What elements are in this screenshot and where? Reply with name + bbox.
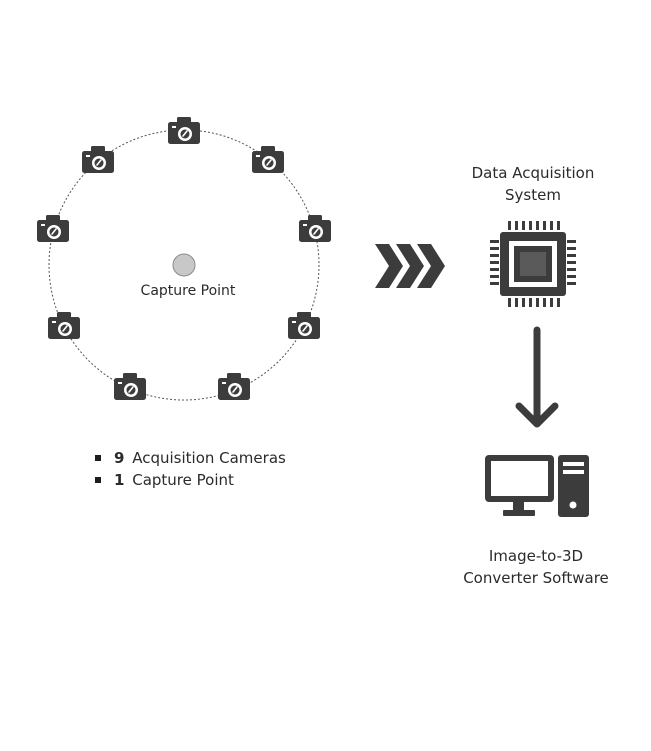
- camera-icon: [298, 214, 332, 243]
- camera-icon: [113, 372, 147, 401]
- item-text: Acquisition Cameras: [132, 449, 286, 467]
- cpu-chip-icon: [490, 221, 576, 307]
- capture-point-label: Capture Point: [140, 283, 236, 299]
- camera-ring: [48, 129, 320, 401]
- list-item: 9 Acquisition Cameras: [94, 447, 286, 469]
- camera-icon: [167, 116, 201, 145]
- camera-icon: [81, 145, 115, 174]
- acquisition-system-title-line1: Data Acquisition: [471, 164, 595, 182]
- bullet-square-icon: [95, 477, 101, 483]
- converter-title-line1: Image-to-3D: [488, 547, 584, 565]
- item-count: 9: [114, 449, 125, 467]
- item-text: Capture Point: [132, 471, 234, 489]
- triple-chevron-right-icon: [375, 244, 445, 288]
- converter-software-title: Image-to-3D Converter Software: [430, 545, 642, 589]
- acquisition-system-title-line2: System: [505, 186, 561, 204]
- camera-icon: [287, 311, 321, 340]
- list-item: 1 Capture Point: [94, 469, 286, 491]
- capture-point-circle: [172, 253, 196, 277]
- camera-icon: [47, 311, 81, 340]
- camera-icon: [36, 214, 70, 243]
- acquisition-system-title: Data Acquisition System: [430, 162, 636, 206]
- desktop-computer-icon: [485, 455, 589, 517]
- item-count: 1: [114, 471, 125, 489]
- arrow-down-icon: [515, 326, 559, 428]
- camera-icon: [251, 145, 285, 174]
- bullet-square-icon: [95, 455, 101, 461]
- camera-icon: [217, 372, 251, 401]
- converter-title-line2: Converter Software: [463, 569, 609, 587]
- summary-list: 9 Acquisition Cameras 1 Capture Point: [94, 447, 286, 491]
